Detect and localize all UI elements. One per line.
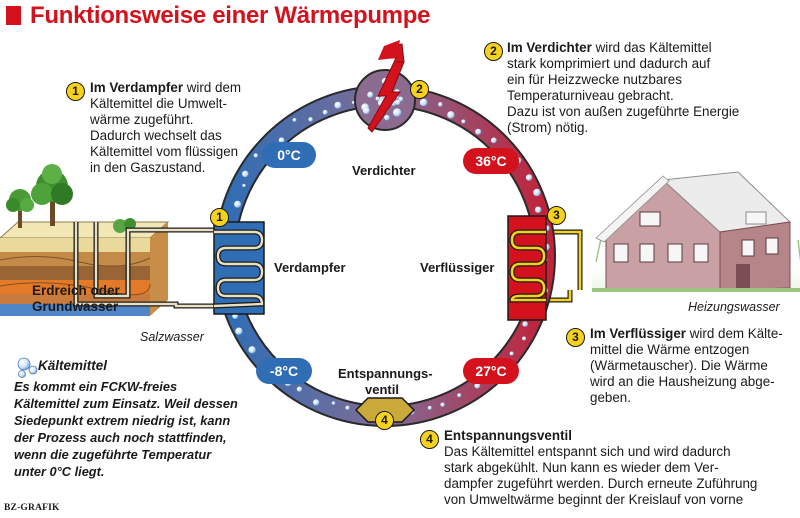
label-verdampfer: Verdampfer: [274, 260, 346, 275]
step-badge-2: 2: [484, 42, 503, 61]
house-icon: [592, 171, 800, 292]
refrigerant-bubble: [234, 200, 242, 208]
refrigerant-bubble: [427, 405, 432, 410]
ground-pipe: [74, 222, 214, 308]
refrigerant-bubbles-icon: [17, 357, 38, 378]
tree-icon: [6, 189, 34, 228]
step-heading-1: Im Verdampfer: [90, 80, 184, 95]
refrigerant-bubble: [522, 336, 527, 341]
page-title: Funktionsweise einer Wärmepumpe: [30, 2, 431, 29]
label-ventil-line1: Entspannungs-: [338, 366, 433, 381]
refrigerant-bubble: [457, 393, 462, 398]
step-badge-1-diagram: 1: [210, 208, 229, 227]
expansion-valve: [354, 397, 416, 423]
graphic-credit: BZ-GRAFIK: [4, 503, 60, 513]
step-body-2: wird das Kältemittel stark komprimiert u…: [507, 40, 740, 135]
temperature-bottom-left: -8°C: [256, 358, 312, 384]
note-text: Es kommt ein FCKW-freies Kältemittel zum…: [14, 379, 238, 479]
refrigerant-bubble: [509, 351, 514, 356]
step-text-4: Entspannungsventil Das Kältemittel entsp…: [444, 428, 800, 508]
refrigerant-bubble: [345, 405, 350, 410]
step-badge-3-diagram: 3: [547, 206, 566, 225]
step-badge-2-diagram: 2: [410, 80, 429, 99]
refrigerant-bubble: [438, 102, 443, 107]
refrigerant-bubble: [475, 128, 482, 135]
label-verdichter: Verdichter: [352, 163, 416, 178]
step-badge-4: 4: [420, 430, 439, 449]
temperature-top-left: 0°C: [262, 142, 316, 168]
refrigerant-bubble: [296, 386, 303, 392]
refrigerant-bubble: [253, 153, 258, 158]
energy-bolt-icon: [367, 40, 405, 133]
step-heading-4: Entspannungsventil: [444, 428, 572, 443]
ground-pipe: [94, 222, 214, 298]
refrigerant-bubble: [419, 98, 428, 107]
step-heading-2: Im Verdichter: [507, 40, 592, 55]
step-body-4: Das Kältemittel entspannt sich und wird …: [444, 444, 758, 507]
refrigerant-bubble: [241, 170, 249, 178]
temperature-bottom-right: 27°C: [463, 358, 519, 384]
label-ventil-line2: ventil: [365, 382, 399, 397]
bush-icon: [113, 218, 136, 233]
refrigerant-bubble: [474, 382, 481, 389]
refrigerant-bubble: [384, 114, 390, 121]
label-ground-line2: Grundwasser: [32, 299, 119, 314]
refrigerant-bubble: [248, 346, 256, 354]
condenser: [507, 215, 547, 321]
refrigerant-bubble: [522, 321, 528, 327]
refrigerant-bubble: [313, 399, 320, 406]
evaporator: [213, 221, 265, 315]
temperature-top-right: 36°C: [463, 148, 519, 174]
refrigerant-bubble: [292, 117, 297, 122]
refrigerant-bubble: [398, 96, 404, 102]
refrigerant-bubble: [322, 109, 328, 115]
refrigerant-bubble: [490, 137, 497, 144]
step-heading-3: Im Verflüssiger: [590, 326, 687, 341]
note-title: Kältemittel: [38, 358, 108, 373]
refrigerant-bubble: [375, 96, 380, 101]
refrigerant-bubble: [533, 188, 541, 197]
step-badge-3: 3: [566, 328, 585, 347]
refrigerant-bubble: [392, 108, 402, 117]
refrigerant-bubble: [447, 111, 455, 119]
refrigerant-bubble: [278, 137, 285, 144]
refrigerant-bubble: [534, 206, 542, 214]
refrigerant-bubble: [367, 91, 374, 98]
label-ground-line1: Erdreich oder: [32, 283, 120, 298]
label-salzwasser: Salzwasser: [140, 330, 204, 344]
refrigerant-bubble: [362, 107, 370, 115]
refrigerant-bubble: [394, 99, 401, 106]
step-body-1: wird dem Kältemittel die Umwelt- wärme z…: [90, 80, 242, 175]
step-badge-1: 1: [66, 82, 85, 101]
step-text-1: Im Verdampfer wird dem Kältemittel die U…: [90, 80, 290, 176]
refrigerant-bubble: [331, 401, 336, 405]
refrigerant-bubble: [440, 402, 445, 407]
step-body-3: wird dem Kälte- mittel die Wärme entzoge…: [590, 326, 783, 405]
label-heizungswasser: Heizungswasser: [688, 300, 780, 314]
step-text-2: Im Verdichter wird das Kältemittel stark…: [507, 40, 777, 136]
refrigerant-bubble: [242, 183, 246, 188]
tree-icon: [31, 164, 73, 226]
refrigerant-bubble: [461, 119, 466, 124]
step-badge-4-diagram: 4: [375, 411, 394, 430]
title-marker: [6, 6, 21, 25]
label-verfluessiger: Verflüssiger: [420, 260, 495, 275]
refrigerant-bubble: [308, 117, 313, 122]
refrigerant-bubble: [334, 101, 342, 109]
refrigerant-bubble: [525, 174, 533, 181]
step-text-3: Im Verflüssiger wird dem Kälte- mittel d…: [590, 326, 800, 406]
refrigerant-bubble: [235, 327, 243, 335]
